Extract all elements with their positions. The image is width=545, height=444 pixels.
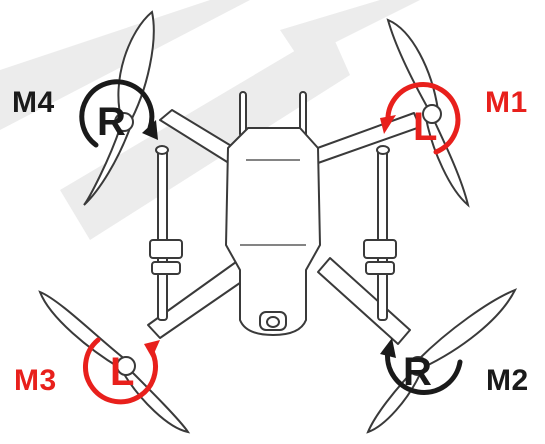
motor-label-m3: M3 [14, 366, 57, 396]
motor-letter-m1: L [413, 105, 437, 149]
arm-m2 [318, 258, 410, 344]
motor-letter-m2: R [403, 350, 432, 394]
fuselage [226, 128, 320, 335]
motor-label-m4: M4 [12, 88, 55, 118]
motor-letter-m3: L [110, 350, 134, 394]
watermark [0, 0, 420, 240]
motor-label-m2: M2 [486, 366, 529, 396]
motor-letter-m4: R [97, 100, 126, 144]
arm-m1 [312, 113, 420, 163]
motor-label-m1: M1 [485, 88, 528, 118]
